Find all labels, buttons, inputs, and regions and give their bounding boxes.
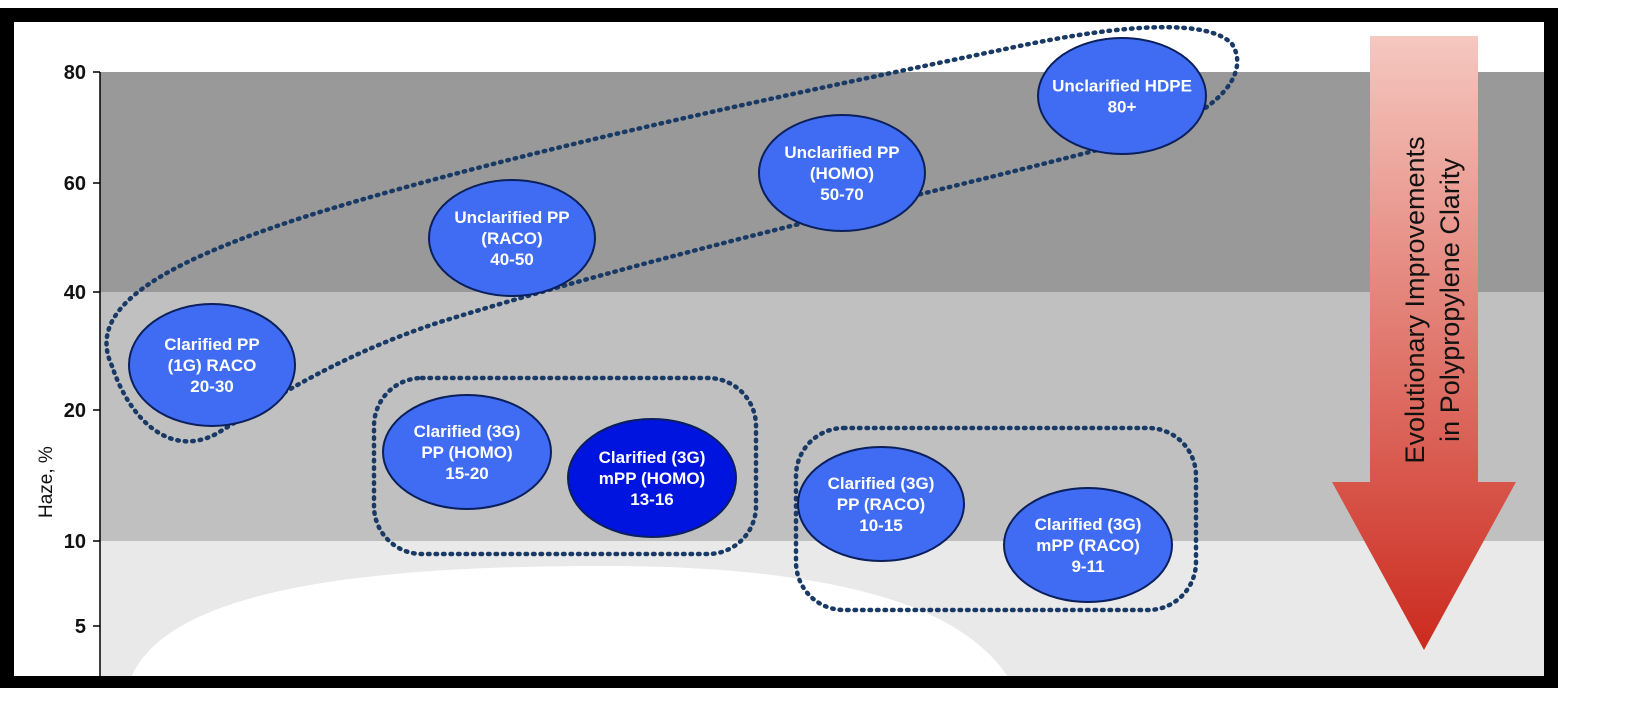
- product-label: PP (RACO): [837, 495, 925, 514]
- product-ellipse: [382, 394, 552, 510]
- frame-border-left: [0, 8, 14, 688]
- product-label: 80+: [1108, 98, 1137, 117]
- y-tick-label: 10: [64, 531, 86, 553]
- product-label: Unclarified PP: [454, 208, 569, 227]
- product-ellipse: [428, 179, 596, 297]
- frame-border-right: [1544, 8, 1558, 688]
- product-point: Clarified PP (1G) RACO 20-30: [128, 303, 296, 427]
- y-tick-label: 5: [75, 616, 86, 638]
- y-tick-label: 80: [64, 62, 86, 84]
- frame-border-top: [0, 8, 1638, 22]
- product-label: Clarified (3G): [414, 422, 521, 441]
- arrow-label: in Polypropylene Clarity: [1435, 158, 1465, 442]
- group-outline: [371, 375, 759, 557]
- product-label: (RACO): [481, 229, 542, 248]
- product-ellipses: Clarified PP (1G) RACO 20-30 Unclarified PP…: [128, 37, 1207, 603]
- product-label: 20-30: [190, 377, 233, 396]
- y-axis-label: Haze, %: [36, 446, 57, 518]
- group-outline: [793, 425, 1199, 613]
- product-label: (HOMO): [810, 164, 874, 183]
- white-blob: [130, 566, 1010, 680]
- group-outlines: [104, 25, 1240, 613]
- product-label: PP (HOMO): [421, 443, 512, 462]
- y-tick-label: 60: [64, 173, 86, 195]
- product-point: Unclarified PP (HOMO) 50-70: [758, 114, 926, 232]
- product-point: Clarified (3G) mPP (RACO) 9-11: [1003, 487, 1173, 603]
- arrow-label: Evolutionary Improvements: [1400, 136, 1430, 463]
- product-label: 50-70: [820, 185, 863, 204]
- product-label: 15-20: [445, 464, 488, 483]
- y-tick-label: 20: [64, 400, 86, 422]
- product-point: Clarified (3G) mPP (HOMO) 13-16: [567, 418, 737, 538]
- product-ellipse: [758, 114, 926, 232]
- product-label: Unclarified HDPE: [1052, 77, 1192, 96]
- product-label: Clarified (3G): [828, 474, 935, 493]
- product-point: Unclarified PP (RACO) 40-50: [428, 179, 596, 297]
- product-label: 13-16: [630, 490, 673, 509]
- frame-border-bottom: [0, 676, 1558, 688]
- product-ellipse: [128, 303, 296, 427]
- product-label: Clarified (3G): [1035, 515, 1142, 534]
- y-axis: 80 60 40 20 10 5: [64, 62, 101, 676]
- product-point: Clarified (3G) PP (HOMO) 15-20: [382, 394, 552, 510]
- product-point: Unclarified HDPE 80+: [1037, 37, 1207, 155]
- product-label: 40-50: [490, 250, 533, 269]
- product-label: (1G) RACO: [168, 356, 257, 375]
- product-label: mPP (RACO): [1036, 536, 1140, 555]
- product-label: Unclarified PP: [784, 143, 899, 162]
- product-label: mPP (HOMO): [599, 469, 705, 488]
- product-label: Clarified (3G): [599, 448, 706, 467]
- arrow-shape: [1332, 36, 1516, 650]
- product-label: Clarified PP: [164, 335, 259, 354]
- product-ellipse: [1003, 487, 1173, 603]
- product-label: 9-11: [1071, 557, 1104, 576]
- y-tick-label: 40: [64, 282, 86, 304]
- product-ellipse: [797, 446, 965, 562]
- product-label: 10-15: [859, 516, 902, 535]
- frame-right-white: [1558, 0, 1638, 720]
- frame-bottom-white: [0, 688, 1638, 720]
- product-point: Clarified (3G) PP (RACO) 10-15: [797, 446, 965, 562]
- product-ellipse: [1037, 37, 1207, 155]
- product-ellipse: [567, 418, 737, 538]
- group-outline: [104, 25, 1240, 444]
